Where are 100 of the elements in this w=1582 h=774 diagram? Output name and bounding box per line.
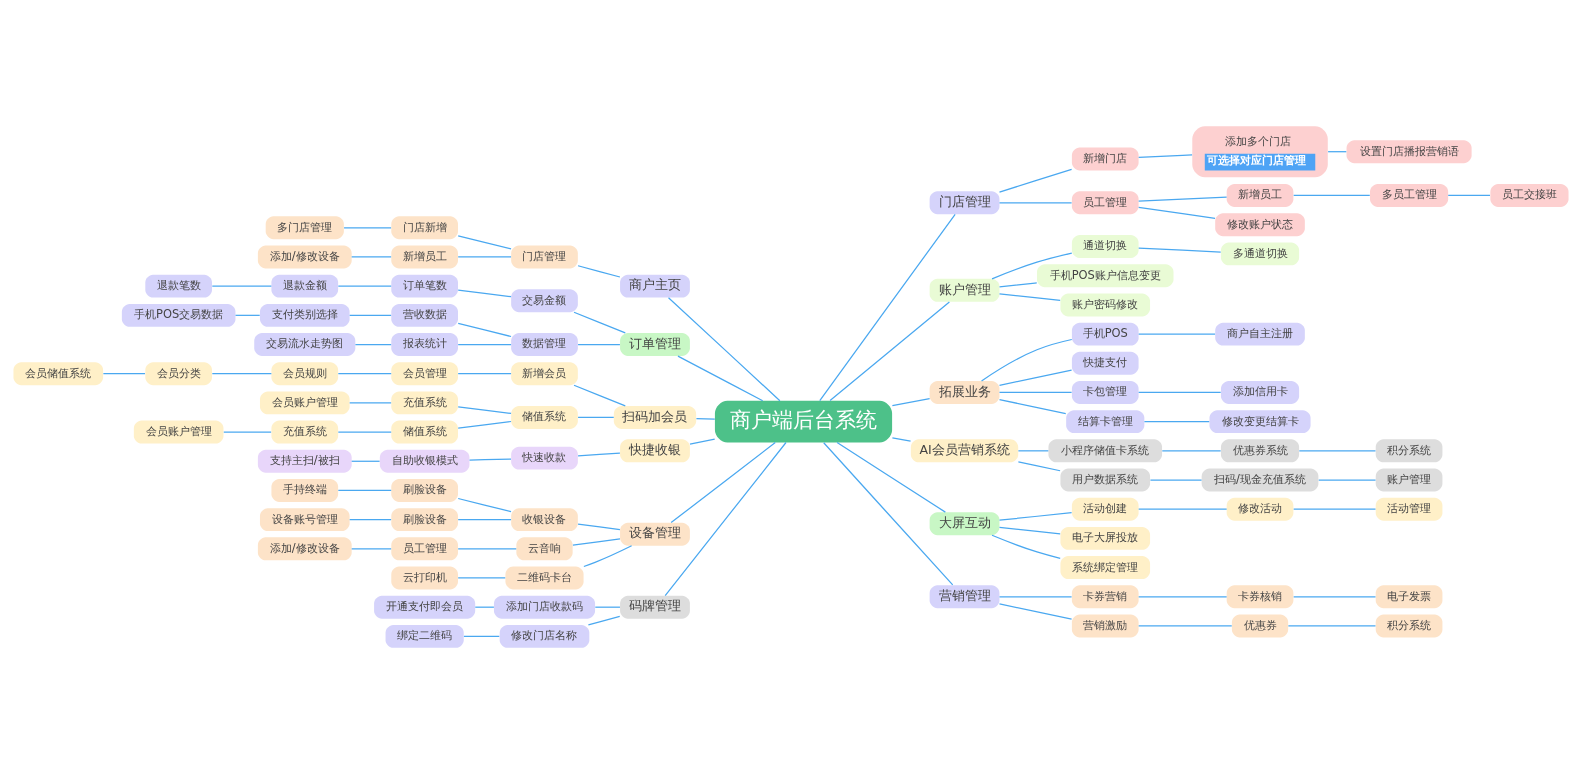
- connector: [351, 460, 381, 462]
- node-box: 多通道切换: [1220, 242, 1300, 266]
- node-box: 设置门店播报营销语: [1346, 140, 1472, 164]
- node-box: 大屏互动: [929, 512, 1000, 536]
- node-box: 订单笔数: [391, 274, 458, 298]
- node-box: 会员账户管理: [133, 420, 224, 444]
- node-box: 储值系统: [391, 420, 458, 444]
- connector: [1138, 333, 1216, 335]
- connector: [573, 384, 626, 407]
- connector: [980, 338, 1073, 382]
- node-box: 收银设备: [511, 508, 578, 532]
- node-box: 数据管理: [511, 333, 578, 356]
- node-box: 修改门店名称: [499, 624, 590, 648]
- connector: [594, 606, 621, 608]
- connector: [343, 227, 392, 229]
- connector: [1017, 461, 1061, 472]
- connector: [1138, 391, 1222, 394]
- connector: [991, 534, 1061, 559]
- connector: [1327, 151, 1347, 153]
- connector: [1447, 194, 1491, 197]
- node-box: 退款金额: [271, 274, 339, 298]
- connector: [457, 548, 517, 550]
- node-box: 扫码加会员: [613, 406, 697, 429]
- node-box: 电子发票: [1375, 585, 1443, 609]
- connector: [998, 512, 1073, 521]
- node-box: 账户管理: [1375, 468, 1443, 492]
- connector: [349, 314, 392, 316]
- connector: [829, 301, 950, 402]
- node-box: 小程序储值卡系统: [1048, 439, 1163, 463]
- connector: [689, 438, 716, 445]
- connector: [457, 343, 512, 346]
- node-box: 交易金额: [511, 289, 578, 313]
- node-box: 会员管理: [391, 362, 458, 386]
- connector: [695, 418, 716, 420]
- connector: [457, 577, 506, 579]
- node-box: 会员分类: [145, 362, 212, 386]
- node-box: 会员账户管理: [259, 391, 350, 415]
- connector: [211, 285, 272, 287]
- node-box: 门店新增: [391, 216, 458, 240]
- node-box: 刷脸设备: [391, 508, 458, 532]
- node-box: 多门店管理: [265, 216, 344, 240]
- node-box: 优惠券: [1231, 614, 1289, 638]
- node-box: 支持主扫/被扫: [257, 449, 352, 473]
- node-box: 员工交接班: [1490, 184, 1569, 207]
- connector: [998, 369, 1073, 386]
- node-box: 商户自主注册: [1215, 322, 1305, 346]
- node-box: 充值系统: [391, 391, 458, 415]
- connector: [823, 442, 954, 586]
- connector: [1138, 196, 1228, 202]
- connector: [677, 355, 764, 402]
- node-box: 添加/修改设备: [257, 245, 352, 269]
- connector: [577, 416, 615, 419]
- node-box: 多员工管理: [1370, 184, 1449, 207]
- node-box: 二维码卡台: [505, 566, 584, 590]
- connector: [836, 441, 946, 513]
- connector: [1293, 194, 1371, 197]
- node-box: 刷脸设备: [391, 479, 458, 502]
- connector: [457, 373, 512, 375]
- connector: [1298, 450, 1377, 452]
- node-box: 活动管理: [1375, 497, 1443, 521]
- node-box: 添加信用卡: [1220, 381, 1300, 404]
- connector: [998, 293, 1061, 301]
- node-box: 拓展业务: [929, 381, 1000, 404]
- node-box: 储值系统: [511, 406, 578, 429]
- node-box: 修改活动: [1226, 497, 1294, 521]
- node-box: 添加门店收款码: [493, 595, 596, 619]
- node-box: 员工管理: [391, 537, 458, 561]
- node-box: 退款笔数: [145, 274, 212, 298]
- connector: [998, 202, 1073, 204]
- connector: [223, 431, 272, 433]
- connector: [1138, 625, 1233, 627]
- node-box: 新增门店: [1071, 147, 1139, 171]
- connector: [349, 402, 392, 404]
- connector: [211, 373, 272, 375]
- node-box: 电子大屏投放: [1060, 526, 1151, 550]
- node-box: 云打印机: [391, 566, 458, 590]
- connector: [337, 489, 392, 492]
- node-box: 门店管理: [511, 245, 578, 269]
- node-box: 新增会员: [511, 362, 578, 386]
- connector: [1161, 450, 1222, 452]
- connector: [998, 282, 1038, 288]
- node-box: 修改账户状态: [1215, 213, 1305, 237]
- node-box: 充值系统: [271, 420, 339, 444]
- connector: [234, 314, 261, 316]
- node-box: 营销管理: [929, 585, 1000, 609]
- node-box: 绑定二维码: [385, 624, 464, 648]
- connector: [577, 452, 621, 457]
- connector: [349, 519, 392, 521]
- node-box: 云音响: [516, 537, 573, 561]
- connector: [1138, 206, 1216, 219]
- node-box: 快捷支付: [1071, 351, 1139, 375]
- node-box: 商户主页: [620, 274, 690, 298]
- node-box: 卡券核销: [1226, 585, 1294, 609]
- node-box: 员工管理: [1071, 191, 1139, 215]
- node-box: 报表统计: [391, 333, 458, 356]
- node-box: 设备账号管理: [259, 508, 350, 532]
- node-box: 门店管理: [929, 191, 1000, 215]
- connector: [474, 606, 495, 608]
- node-box: 手机POS交易数据: [121, 303, 236, 327]
- connector: [337, 431, 392, 433]
